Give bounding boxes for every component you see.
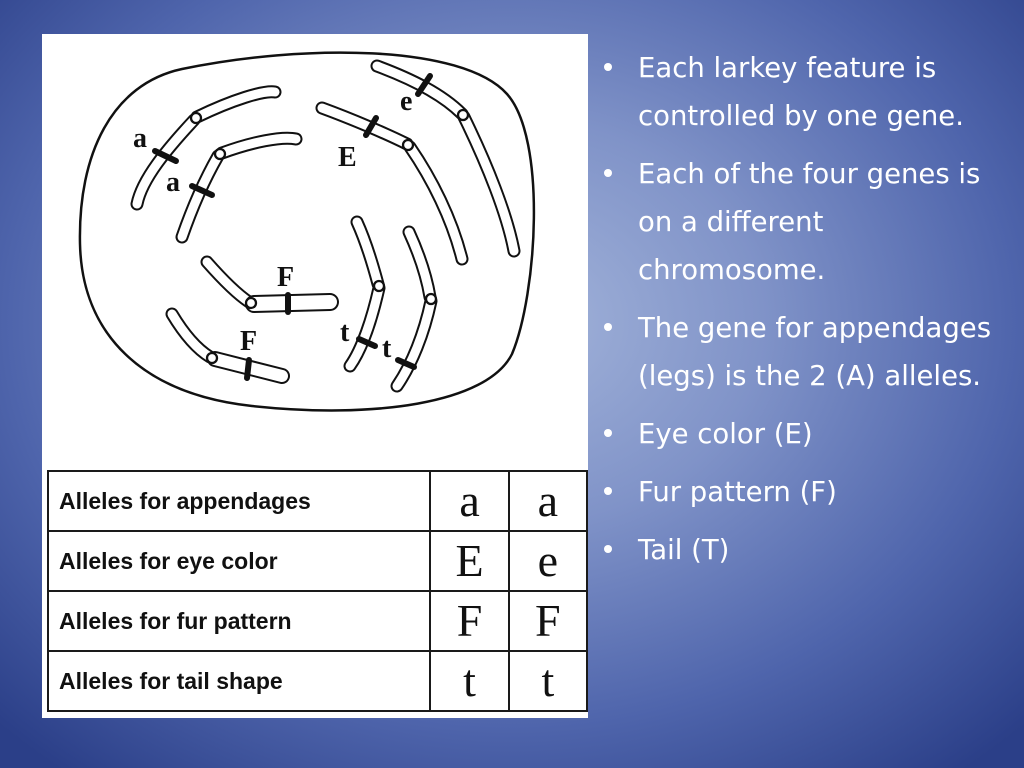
genetics-figure: a a e E F F t t Alleles for appendages a… — [42, 34, 589, 718]
trait-label: Alleles for eye color — [46, 530, 432, 592]
bullet-dot-icon — [604, 545, 612, 553]
gene-label-t-left: t — [340, 317, 350, 348]
trait-label: Alleles for tail shape — [46, 650, 432, 712]
bullet-item: Each of the four genes is on a different… — [598, 150, 1008, 294]
bullet-text: Eye color (E) — [638, 418, 813, 450]
chromosome-e-lower — [315, 101, 469, 266]
bullet-item: The gene for appendages (legs) is the 2 … — [598, 304, 1008, 400]
allele-cell: t — [507, 650, 589, 712]
cell-membrane — [78, 51, 536, 412]
bullet-text: Each of the four genes is on a different… — [638, 158, 981, 286]
chromosome-a-lower — [175, 131, 303, 244]
chromosome-a-upper — [130, 85, 282, 211]
chromosome-f-lower — [165, 307, 290, 384]
table-row: Alleles for eye color E e — [46, 530, 589, 592]
allele-cell: F — [507, 590, 589, 652]
bullet-item: Fur pattern (F) — [598, 468, 1008, 516]
chromosome-e-upper — [370, 59, 521, 258]
gene-label-f-lower: F — [240, 326, 257, 357]
chromosome-f-upper — [200, 255, 339, 315]
table-row: Alleles for appendages a a — [46, 470, 589, 532]
chromosome-t-right — [390, 225, 438, 393]
allele-cell: a — [429, 470, 510, 532]
bullet-text: Tail (T) — [638, 534, 730, 566]
bullet-dot-icon — [604, 487, 612, 495]
bullet-text: Fur pattern (F) — [638, 476, 837, 508]
allele-cell: F — [429, 590, 510, 652]
bullet-list: Each larkey feature is controlled by one… — [598, 44, 1008, 584]
trait-label: Alleles for fur pattern — [46, 590, 432, 652]
trait-label: Alleles for appendages — [46, 470, 432, 532]
bullet-dot-icon — [604, 429, 612, 437]
gene-label-f-upper: F — [277, 262, 294, 293]
gene-label-e-lower: E — [338, 142, 357, 173]
gene-label-e-upper: e — [400, 86, 412, 117]
bullet-text: Each larkey feature is controlled by one… — [638, 52, 964, 132]
allele-table: Alleles for appendages a a Alleles for e… — [46, 470, 589, 712]
chromosome-t-left — [343, 215, 386, 373]
bullet-item: Each larkey feature is controlled by one… — [598, 44, 1008, 140]
bullet-item: Eye color (E) — [598, 410, 1008, 458]
bullet-dot-icon — [604, 63, 612, 71]
cell-diagram: a a e E F F t t — [78, 51, 536, 412]
allele-cell: a — [507, 470, 589, 532]
gene-label-t-right: t — [382, 333, 392, 364]
allele-cell: E — [429, 530, 510, 592]
table-row: Alleles for tail shape t t — [46, 650, 589, 712]
bullet-text: The gene for appendages (legs) is the 2 … — [638, 312, 992, 392]
gene-label-a-lower: a — [166, 167, 180, 198]
bullet-item: Tail (T) — [598, 526, 1008, 574]
allele-cell: e — [507, 530, 589, 592]
bullet-dot-icon — [604, 323, 612, 331]
allele-cell: t — [429, 650, 510, 712]
table-row: Alleles for fur pattern F F — [46, 590, 589, 652]
bullet-dot-icon — [604, 169, 612, 177]
gene-label-a-upper: a — [133, 123, 147, 154]
